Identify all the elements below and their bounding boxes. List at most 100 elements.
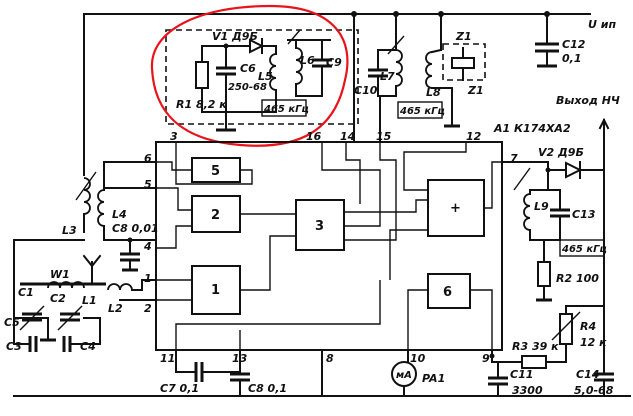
l9-freq: 465 кГц (561, 244, 607, 255)
trim-arrow (19, 305, 45, 331)
wire (407, 289, 428, 350)
r1-resistor (195, 61, 209, 89)
wire (103, 161, 157, 191)
pin-16: 16 (306, 130, 322, 143)
junction (489, 353, 495, 359)
l7-coil (395, 49, 403, 87)
trim-arrow (551, 311, 581, 341)
freq-box (397, 101, 443, 119)
r3-label: R3 39 к (512, 340, 559, 353)
wire (175, 142, 253, 185)
l9-label: L9 (534, 200, 549, 213)
ic-label: A1 К174ХА2 (493, 122, 571, 135)
wire (484, 161, 502, 209)
r1-label: R1 8,2 к (176, 98, 227, 111)
v1-label: V1 Д9Б (212, 30, 258, 43)
c9-label: C9 (326, 56, 342, 69)
wire (175, 280, 381, 350)
c2-label: C2 (50, 292, 66, 305)
pin-6: 6 (144, 152, 152, 165)
tuning-arrow (75, 171, 97, 201)
l2-label: L2 (108, 302, 123, 315)
l8-label: L8 (426, 86, 441, 99)
r3-resistor (521, 355, 547, 369)
pin-11: 11 (160, 352, 175, 365)
l9-coil (523, 193, 531, 231)
c3-label: C3 (6, 340, 22, 353)
l2-coil (107, 283, 133, 291)
output-label: Выход НЧ (556, 94, 620, 107)
antenna-icon (82, 254, 102, 268)
block-5-label: 5 (211, 164, 220, 179)
c6-label: C6 (240, 62, 256, 75)
l6-coil (295, 47, 303, 85)
wire (156, 161, 192, 171)
r4-resistor (559, 313, 573, 345)
c12-label: C12 (562, 38, 586, 51)
pin-8: 8 (326, 352, 334, 365)
c8-label: C8 0,01 (112, 222, 159, 235)
wire (240, 235, 296, 291)
pin-9: 9 (482, 352, 490, 365)
block-6 (427, 273, 471, 309)
pin-7: 7 (510, 152, 518, 165)
shield-box (165, 29, 359, 125)
tuning-arrow (287, 29, 301, 45)
l5-label: L5 (258, 70, 273, 83)
w1-label: W1 (50, 268, 70, 281)
z1-label: Z1 (455, 30, 472, 43)
pin-12: 12 (466, 130, 482, 143)
pin-1: 1 (144, 272, 152, 285)
supply-label: U ип (588, 18, 616, 31)
c5-label: C5 (4, 316, 20, 329)
pa1-label: PA1 (422, 372, 445, 385)
block-3 (295, 199, 345, 251)
l3-coil (83, 177, 91, 215)
block-1-label: 1 (211, 283, 220, 298)
r2-resistor (537, 261, 551, 287)
pin-3: 3 (170, 130, 178, 143)
l6-label: L6 (300, 54, 315, 67)
l1-label: L1 (82, 294, 97, 307)
wire (470, 289, 493, 350)
block-amp (427, 179, 485, 237)
l3-label: L3 (62, 224, 77, 237)
wire (13, 317, 31, 345)
c4-label: C4 (80, 340, 96, 353)
pin-2: 2 (144, 302, 152, 315)
c7-label: C7 0,1 (160, 382, 199, 395)
block-3-label: 3 (315, 219, 324, 234)
wire (389, 229, 428, 280)
pa1-unit: мА (396, 370, 412, 381)
l8-coil (425, 51, 433, 89)
ic-a1-outline (155, 141, 503, 351)
block-amp-label: + (450, 201, 461, 216)
pin-5: 5 (144, 178, 152, 191)
pin-15: 15 (376, 130, 392, 143)
c11-value: 3300 (512, 384, 543, 397)
pin-10: 10 (410, 352, 426, 365)
l1-coil (47, 281, 85, 289)
l4-label: L4 (112, 208, 127, 221)
junction (127, 237, 133, 243)
c6-value: 250-68 (228, 82, 267, 93)
wire (345, 142, 361, 204)
c1-label: C1 (18, 286, 34, 299)
l4-coil (97, 189, 105, 227)
c11-label: C11 (510, 368, 533, 381)
c10-label: C10 (354, 84, 378, 97)
wire (344, 199, 428, 213)
z1-shield (442, 43, 486, 81)
wire (131, 279, 157, 291)
z1-filter (451, 57, 475, 69)
tuning-arrow (513, 167, 531, 191)
c8b-label: C8 0,1 (248, 382, 287, 395)
r2-label: R2 100 (556, 272, 599, 285)
wire (69, 317, 101, 345)
wire (430, 48, 443, 54)
freq-box (261, 99, 307, 117)
wire (321, 142, 381, 227)
block-6-label: 6 (443, 285, 452, 300)
block-2-label: 2 (211, 208, 220, 223)
r4-value: 12 к (580, 336, 607, 349)
